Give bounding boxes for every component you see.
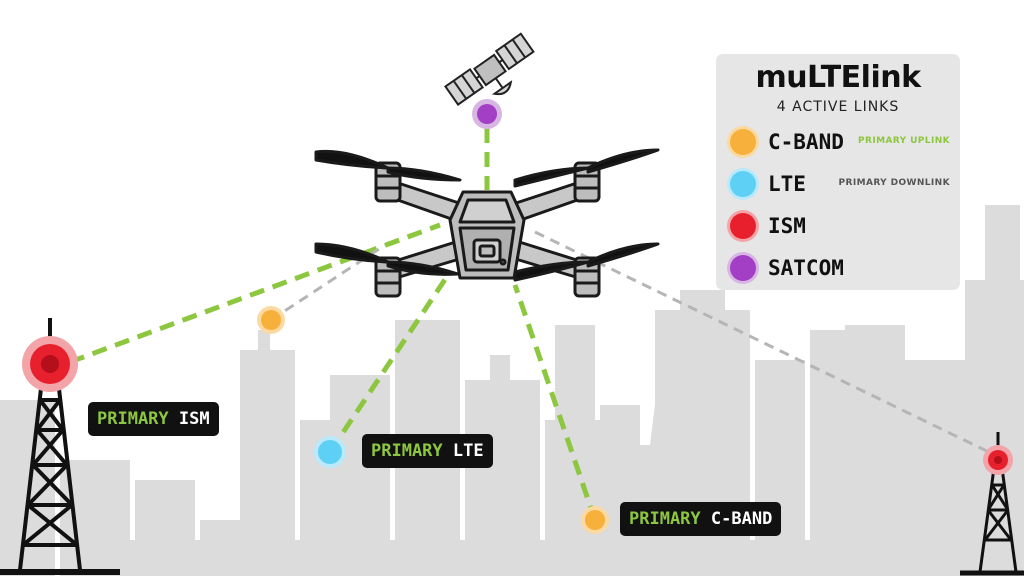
drone-icon: [314, 148, 660, 298]
callout-primary-lte: PRIMARY LTE: [362, 434, 493, 468]
callout-text: ISM: [178, 409, 210, 429]
legend-item-note: PRIMARY UPLINK: [858, 136, 950, 146]
cband-link-line: [512, 284, 598, 521]
legend-item-label: LTE: [768, 172, 806, 196]
legend-item-lte: LTE PRIMARY DOWNLINK: [730, 170, 960, 200]
ism-signal-emitter: [22, 336, 78, 392]
legend-item-cband: C-BAND PRIMARY UPLINK: [730, 128, 960, 158]
legend-title: muLTElink: [755, 60, 921, 95]
legend-item-label: SATCOM: [768, 256, 844, 280]
satellite-icon: [444, 32, 535, 106]
legend-item-note: PRIMARY DOWNLINK: [838, 178, 950, 188]
callout-highlight: PRIMARY: [371, 441, 443, 461]
callout-text: LTE: [452, 441, 484, 461]
backup-link-line: [270, 243, 386, 322]
satcom-dot-icon: [730, 255, 756, 281]
radio-tower-icon: [0, 318, 120, 575]
legend-item-satcom: SATCOM: [730, 254, 960, 284]
legend-item-label: C-BAND: [768, 130, 844, 154]
lte-dot-icon: [730, 171, 756, 197]
lte-link-line: [327, 273, 451, 454]
callout-primary-cband: PRIMARY C-BAND: [620, 502, 782, 536]
city-skyline: [0, 205, 1024, 576]
legend-item-ism: ISM: [730, 212, 960, 242]
cband-dot-icon: [730, 129, 756, 155]
signal-dots: [257, 99, 609, 534]
callout-text: C-BAND: [710, 509, 773, 529]
legend-subtitle: 4 ACTIVE LINKS: [776, 99, 900, 115]
callout-highlight: PRIMARY: [97, 409, 169, 429]
callout-primary-ism: PRIMARY ISM: [88, 402, 219, 436]
link-lines: [69, 128, 996, 521]
radio-tower-icon-right: [960, 432, 1024, 576]
ism-dot-icon: [730, 213, 756, 239]
legend-panel: muLTElink 4 ACTIVE LINKS C-BAND PRIMARY …: [716, 54, 960, 290]
ism-link-line: [69, 222, 441, 365]
legend-item-label: ISM: [768, 214, 806, 238]
far-tower-link-line: [534, 230, 996, 457]
far-signal-emitter: [983, 445, 1013, 475]
callout-highlight: PRIMARY: [629, 509, 701, 529]
